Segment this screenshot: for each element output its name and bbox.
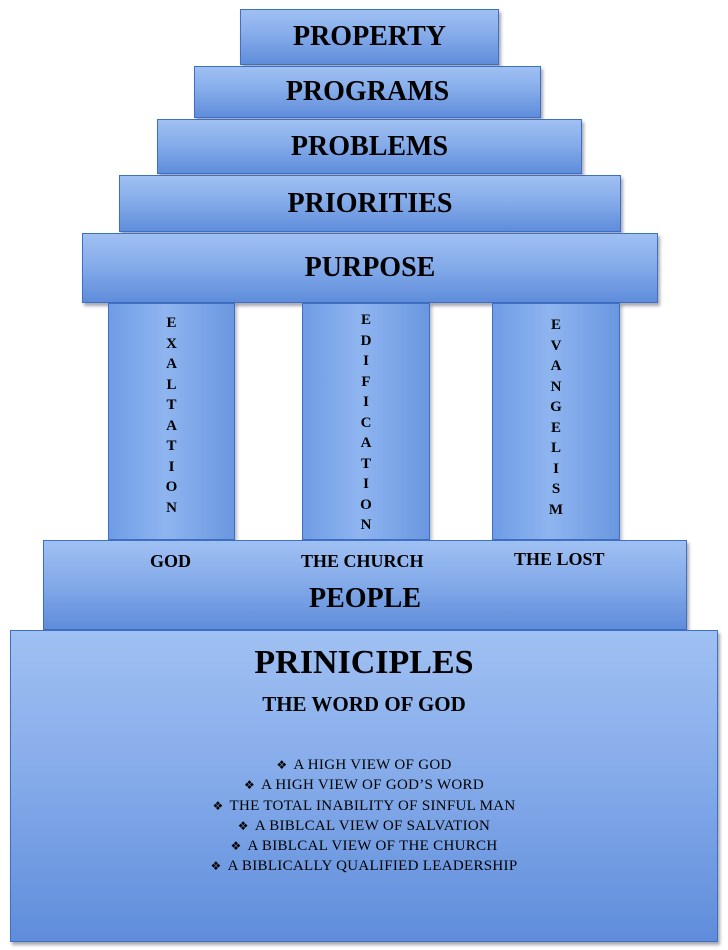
pillar-letter: I (363, 476, 369, 492)
pillar-letter: E (550, 419, 561, 436)
pillar-letter: E (166, 315, 177, 331)
pillar-letter: X (166, 335, 177, 352)
pillar-letter: N (166, 499, 177, 516)
principle-item: ❖ THE TOTAL INABILITY OF SINFUL MAN (11, 796, 717, 816)
people-block: GOD THE CHURCH THE LOST PEOPLE (43, 540, 687, 630)
people-label: PEOPLE (308, 583, 421, 614)
target-the-church: THE CHURCH (301, 551, 424, 571)
diamond-bullet-icon: ❖ (230, 839, 242, 854)
pillar-letter: L (166, 376, 177, 393)
pillar-letter: T (166, 438, 177, 454)
pillar-letter: G (550, 399, 562, 415)
principle-item: ❖ A HIGH VIEW OF GOD’S WORD (11, 775, 717, 795)
pillar-letter: A (360, 435, 372, 451)
principle-item-label: A BIBLICALLY QUALIFIED LEADERSHIP (227, 858, 518, 875)
tier-problems: PROBLEMS (157, 119, 582, 174)
tier-property-label: PROPERTY (292, 21, 446, 52)
diamond-bullet-icon: ❖ (210, 859, 222, 874)
tier-programs-label: PROGRAMS (285, 76, 450, 107)
pillar-letter: I (168, 458, 175, 475)
diamond-bullet-icon: ❖ (276, 758, 288, 772)
principle-item: ❖ A BIBLICALLY QUALIFIED LEADERSHIP (11, 856, 717, 876)
principle-item: ❖ A BIBLCAL VIEW OF SALVATION (11, 816, 717, 836)
principle-item-label: A BIBLCAL VIEW OF THE CHURCH (247, 838, 498, 855)
principle-item: ❖ A HIGH VIEW OF GOD (11, 755, 717, 775)
diamond-bullet-icon: ❖ (212, 798, 224, 813)
tier-purpose: PURPOSE (82, 233, 658, 303)
pillar-letter: I (553, 460, 559, 477)
target-the-lost: THE LOST (514, 549, 605, 569)
pillar-letter: E (550, 317, 561, 333)
principle-item-label: THE TOTAL INABILITY OF SINFUL MAN (229, 797, 516, 814)
pillar-letter: D (360, 332, 372, 349)
pillar-letter: T (360, 455, 371, 472)
principle-item-label: A HIGH VIEW OF GOD’S WORD (261, 777, 484, 794)
pillar-letter: I (363, 394, 369, 410)
tier-priorities-label: PRIORITIES (287, 187, 453, 219)
tier-purpose-label: PURPOSE (304, 252, 436, 283)
pillar-letter: A (550, 358, 562, 374)
pillar-letter: O (165, 479, 178, 495)
pillar-letter: E (360, 312, 371, 328)
pillar-letter: L (550, 440, 561, 456)
pillar-letter: V (550, 337, 562, 354)
pillar-letter: N (550, 378, 562, 395)
principles-block: PRINICIPLES THE WORD OF GOD ❖ A HIGH VIEW… (10, 630, 718, 942)
principle-item-label: A HIGH VIEW OF GOD (293, 757, 452, 773)
target-god: GOD (150, 551, 192, 571)
pillar-letter: S (551, 481, 561, 497)
principle-item-label: A BIBLCAL VIEW OF SALVATION (254, 817, 491, 834)
pillar-letter: C (360, 414, 372, 431)
pillar-letter: M (548, 501, 564, 518)
diamond-bullet-icon: ❖ (237, 818, 249, 833)
diamond-bullet-icon: ❖ (244, 778, 256, 793)
pillar-letter: N (360, 517, 372, 533)
pillar-letter: A (166, 356, 177, 372)
tier-problems-label: PROBLEMS (290, 130, 449, 162)
tier-programs: PROGRAMS (194, 66, 541, 118)
pillar-letter: T (166, 397, 177, 413)
principles-title: PRINICIPLES (254, 644, 474, 681)
principles-list: ❖ A HIGH VIEW OF GOD ❖ A HIGH VIEW OF GOD’S… (11, 755, 717, 877)
principle-item: ❖ A BIBLCAL VIEW OF THE CHURCH (11, 836, 717, 856)
principles-subtitle: THE WORD OF GOD (262, 692, 466, 716)
tier-priorities: PRIORITIES (119, 175, 621, 232)
pillar-letter: A (166, 417, 177, 434)
pillar-letter: F (361, 373, 371, 390)
tier-property: PROPERTY (240, 9, 499, 65)
pillar-letter: I (363, 353, 369, 369)
pillar-letter: O (360, 496, 372, 513)
